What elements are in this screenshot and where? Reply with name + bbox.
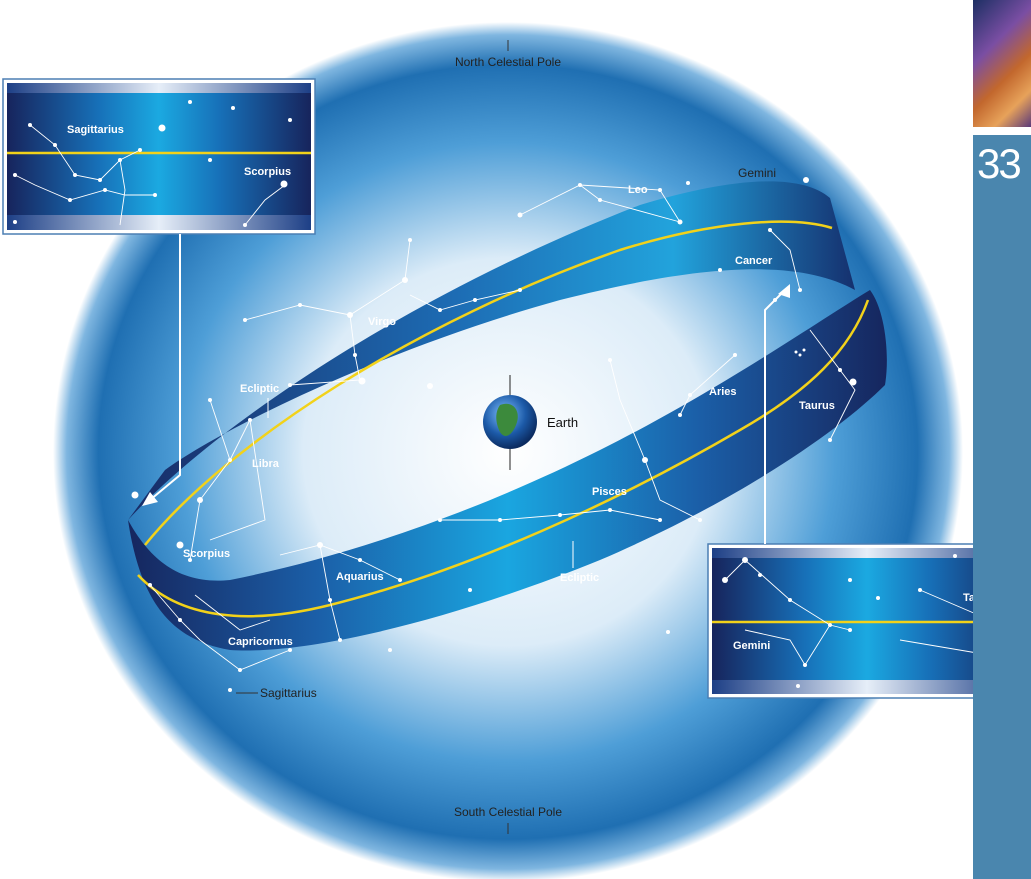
north-pole-label: North Celestial Pole (455, 55, 561, 69)
inset-right-gemini: Gemini (733, 640, 770, 652)
earth-continent (496, 403, 518, 436)
inset-left-sagittarius: Sagittarius (67, 124, 124, 136)
zodiac-band-back (128, 181, 855, 520)
chapter-number: 33 (977, 140, 1022, 187)
label-leo: Leo (628, 184, 648, 196)
ecliptic-line-front (137, 299, 870, 618)
constellation-lines (149, 184, 856, 671)
chapter-tab (973, 135, 1031, 879)
chapter-thumbnail (973, 0, 1031, 127)
ecliptic-line-back (144, 220, 833, 546)
inset-left: Sagittarius Scorpius (2, 78, 316, 235)
label-virgo: Virgo (368, 316, 396, 328)
inset-left-scorpius: Scorpius (244, 166, 291, 178)
label-aries: Aries (709, 386, 737, 398)
chapter-divider (973, 127, 1031, 135)
label-ecliptic-lower: Ecliptic (560, 572, 599, 584)
inset-right-arrowhead (778, 284, 790, 298)
label-libra: Libra (252, 458, 280, 470)
inset-left-arrowhead (142, 492, 158, 506)
zodiac-band-front (128, 290, 887, 651)
inset-right-pointer (764, 289, 786, 544)
label-taurus: Taurus (799, 400, 835, 412)
chapter-side-bar: 33 (973, 0, 1031, 879)
inset-left-pointer (149, 234, 181, 501)
stars (131, 177, 857, 692)
sagittarius-callout-label: Sagittarius (260, 686, 317, 700)
earth-label: Earth (547, 415, 578, 430)
label-pisces: Pisces (592, 486, 627, 498)
label-capricornus: Capricornus (228, 636, 293, 648)
south-pole-label: South Celestial Pole (454, 805, 562, 819)
label-gemini: Gemini (738, 166, 776, 180)
label-ecliptic-upper: Ecliptic (240, 383, 279, 395)
label-cancer: Cancer (735, 255, 773, 267)
label-aquarius: Aquarius (336, 571, 384, 583)
label-scorpius: Scorpius (183, 548, 230, 560)
